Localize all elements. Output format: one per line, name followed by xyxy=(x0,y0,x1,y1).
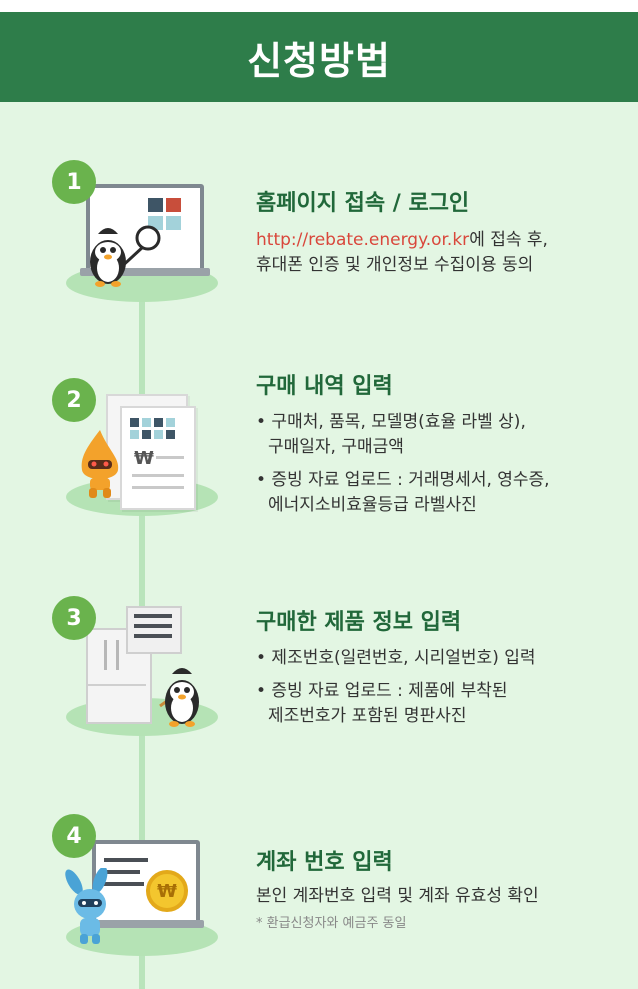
won-coin-icon: ₩ xyxy=(146,870,188,912)
list-item: • 구매처, 품목, 모델명(효율 라벨 상),구매일자, 구매금액 xyxy=(256,412,526,457)
label-line xyxy=(134,634,172,638)
step-2-bullets: • 구매처, 품목, 모델명(효율 라벨 상),구매일자, 구매금액 • 증빙 … xyxy=(256,410,550,526)
rebate-site-link[interactable]: http://rebate.energy.or.kr xyxy=(256,230,470,250)
grid-cell xyxy=(142,418,151,427)
chart-square-icon xyxy=(148,198,163,212)
screen-line xyxy=(104,870,140,874)
grid-cell xyxy=(130,430,139,439)
page-header: 신청방법 xyxy=(0,12,638,102)
step-number-badge: 3 xyxy=(52,596,96,640)
step-1-description: http://rebate.energy.or.kr에 접속 후, 휴대폰 인증… xyxy=(256,228,548,278)
grid-cell xyxy=(166,430,175,439)
fridge-handle xyxy=(116,640,119,670)
penguin-mascot-icon xyxy=(159,668,199,727)
label-line xyxy=(134,614,172,618)
list-item: • 제조번호(일련번호, 시리얼번호) 입력 xyxy=(256,648,536,668)
grid-cell xyxy=(154,418,163,427)
grid-cell xyxy=(166,418,175,427)
list-item: • 증빙 자료 업로드 : 거래명세서, 영수증,에너지소비효율등급 라벨사진 xyxy=(256,470,550,515)
rabbit-mascot-icon xyxy=(65,868,108,944)
chart-square-icon xyxy=(166,198,181,212)
grid-cell xyxy=(130,418,139,427)
top-strip xyxy=(0,0,638,12)
fridge-handle xyxy=(104,640,107,670)
step-3-bullets: • 제조번호(일련번호, 시리얼번호) 입력 • 증빙 자료 업로드 : 제품에… xyxy=(256,646,536,737)
screen-line xyxy=(104,882,144,886)
doc-line xyxy=(156,456,184,459)
fridge-divider xyxy=(88,684,146,686)
doc-line xyxy=(132,474,184,477)
penguin-mascot-icon xyxy=(90,225,161,287)
step-1-desc-line2: 휴대폰 인증 및 개인정보 수집이용 동의 xyxy=(256,255,534,275)
step-3-title: 구매한 제품 정보 입력 xyxy=(256,610,462,635)
flame-mascot-icon xyxy=(81,430,119,498)
step-number-badge: 2 xyxy=(52,378,96,422)
step-4-title: 계좌 번호 입력 xyxy=(256,850,393,875)
refrigerator-illustration xyxy=(86,628,152,724)
chart-square-icon xyxy=(166,216,181,230)
step-1-title: 홈페이지 접속 / 로그인 xyxy=(256,191,470,216)
doc-line xyxy=(132,486,184,489)
screen-line xyxy=(104,858,148,862)
grid-cell xyxy=(142,430,151,439)
laptop-base xyxy=(84,920,204,928)
laptop-base xyxy=(80,268,210,276)
grid-cell xyxy=(154,430,163,439)
label-line xyxy=(134,624,172,628)
won-symbol: ₩ xyxy=(134,448,154,469)
page-title: 신청방법 xyxy=(247,38,391,83)
step-4-description: 본인 계좌번호 입력 및 계좌 유효성 확인 xyxy=(256,886,539,906)
step-number-badge: 4 xyxy=(52,814,96,858)
step-4-note: * 환급신청자와 예금주 동일 xyxy=(256,916,407,931)
step-number-badge: 1 xyxy=(52,160,96,204)
step-1-desc-rest: 에 접속 후, xyxy=(469,230,548,250)
step-2-title: 구매 내역 입력 xyxy=(256,374,393,399)
